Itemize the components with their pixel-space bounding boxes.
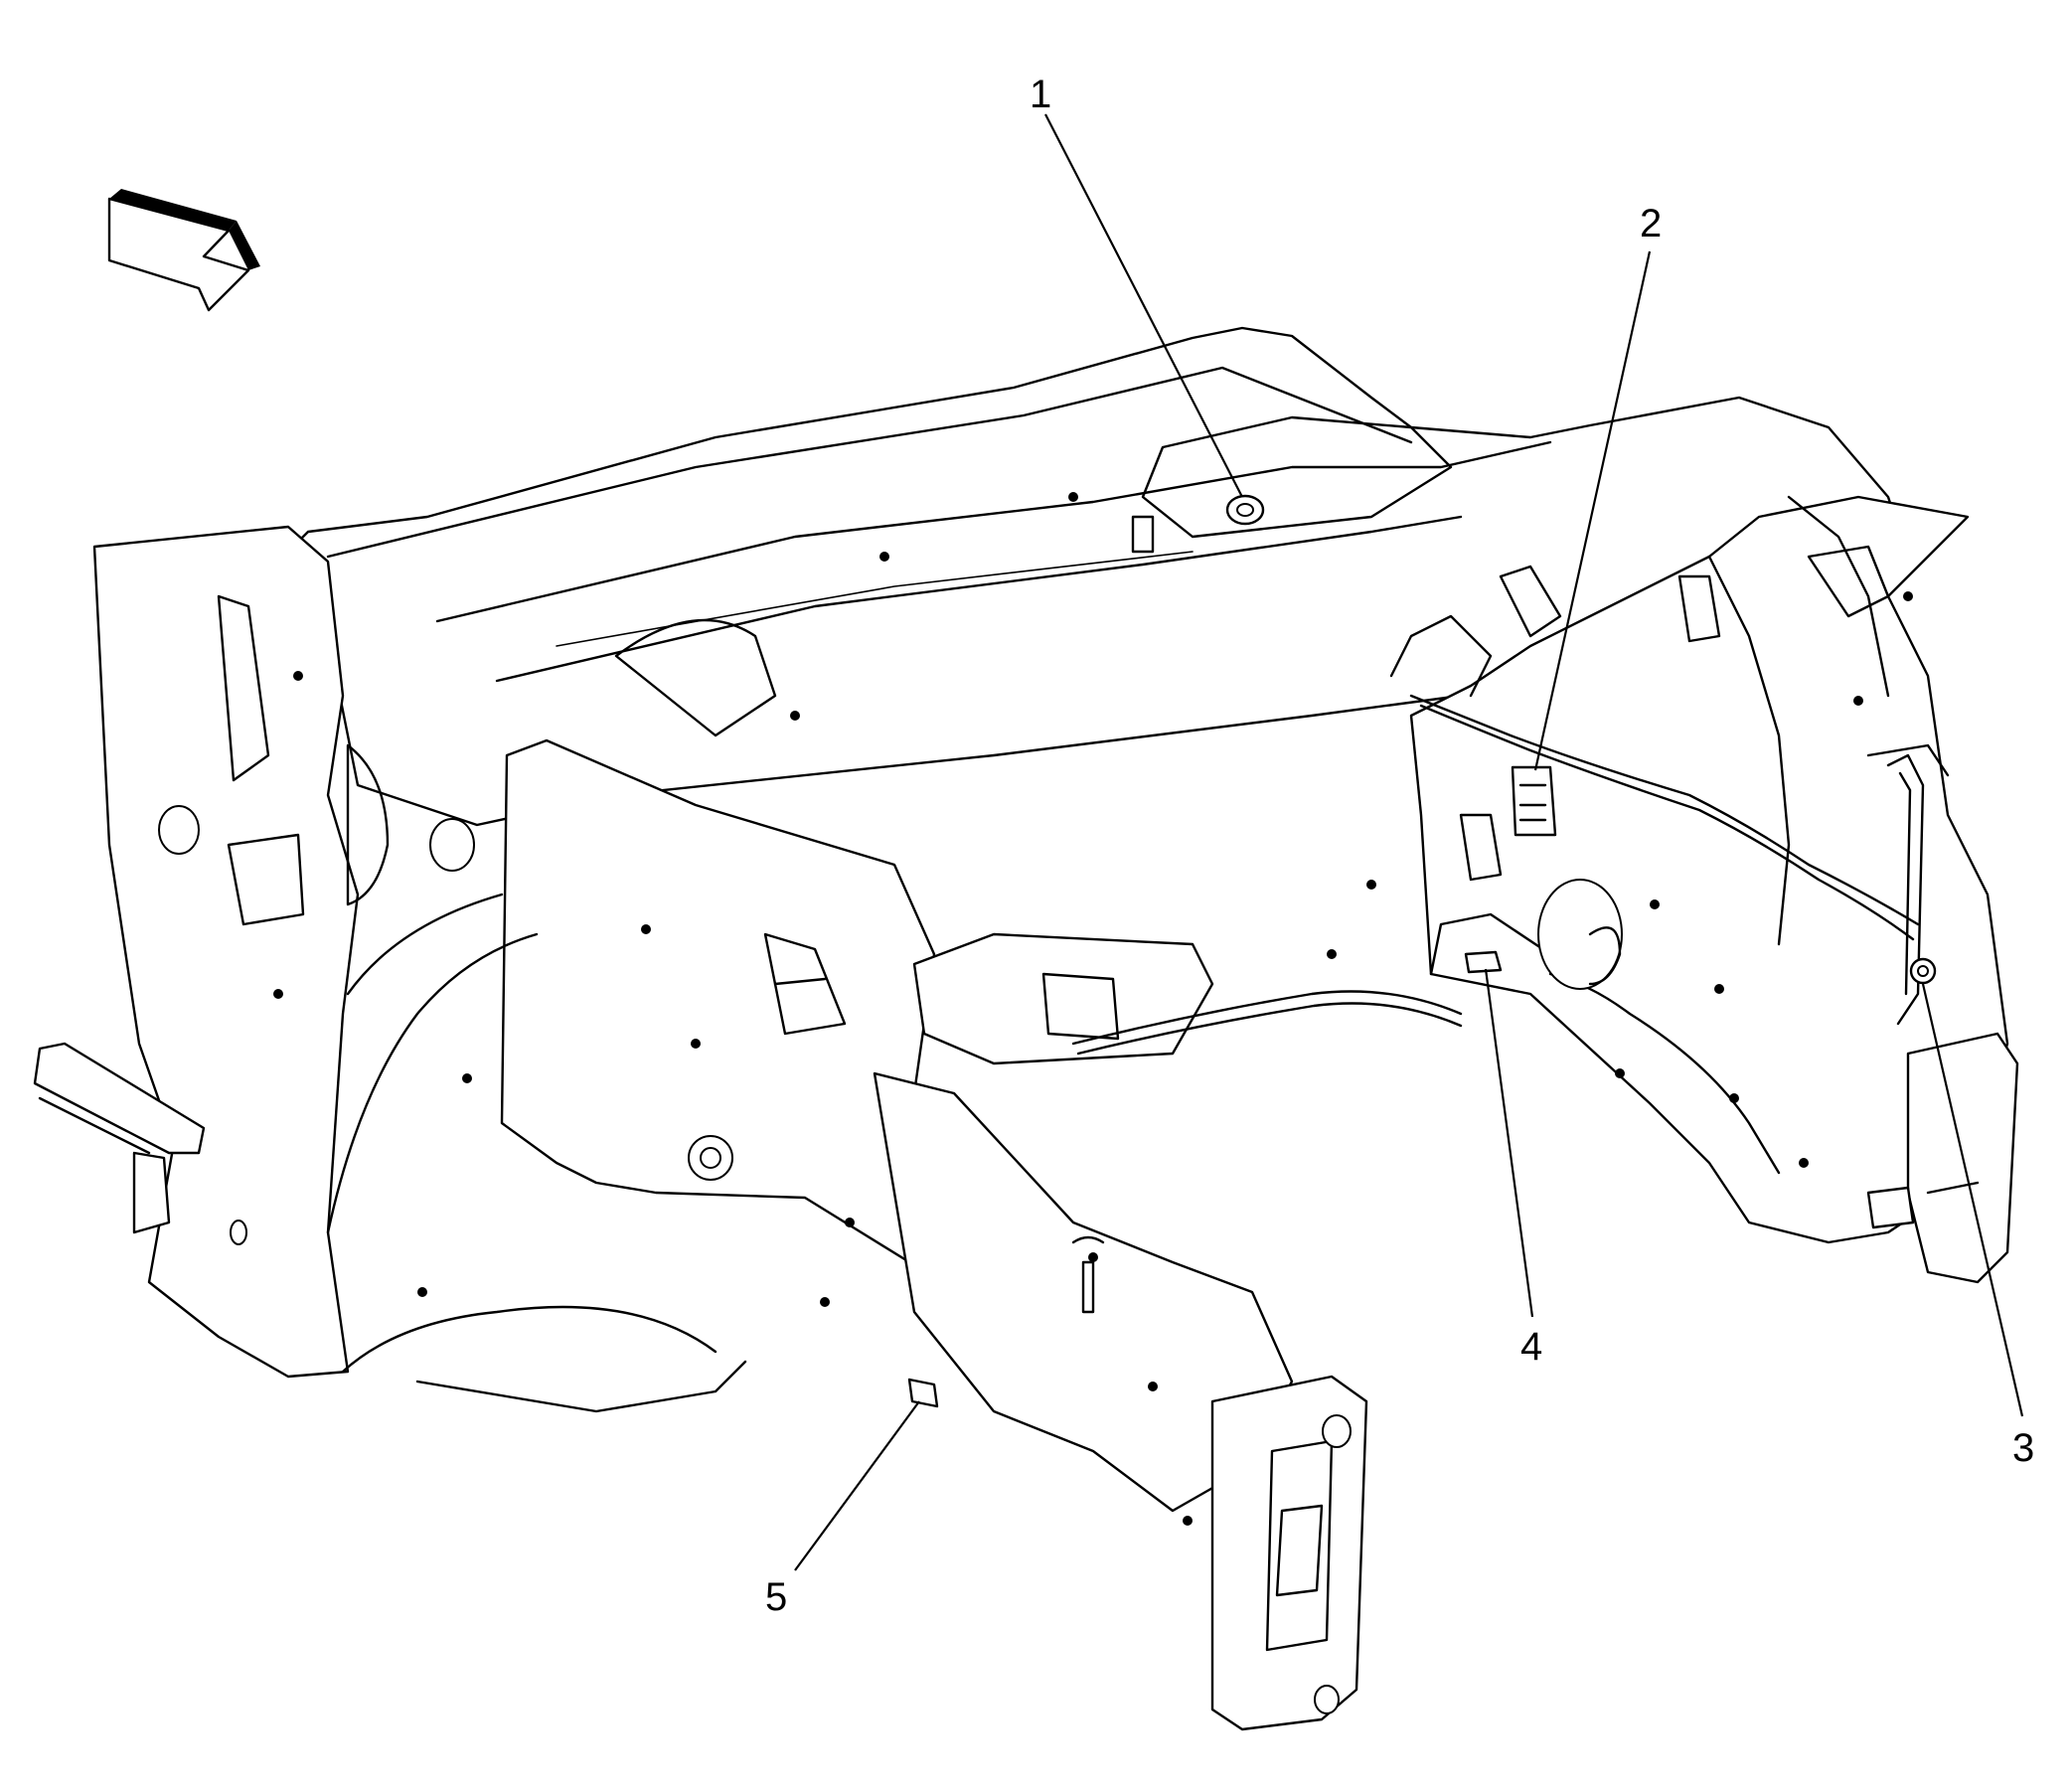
leader-2 xyxy=(1533,250,1652,771)
callout-2: 2 xyxy=(1640,202,1662,245)
ground-point-4 xyxy=(1464,950,1503,974)
callout-4: 4 xyxy=(1520,1325,1542,1369)
front-direction-arrow-icon xyxy=(107,189,260,312)
leader-3 xyxy=(1921,983,2024,1417)
callout-5: 5 xyxy=(765,1575,787,1619)
leader-lines xyxy=(794,113,2024,1571)
ground-point-1 xyxy=(1131,494,1265,554)
ground-point-5 xyxy=(907,1378,939,1408)
leader-1 xyxy=(1044,113,1243,498)
callouts: 1 2 3 4 5 xyxy=(765,73,2034,1619)
leader-4 xyxy=(1484,968,1534,1318)
ground-point-2 xyxy=(1511,765,1557,837)
body-holes xyxy=(273,492,1913,1526)
leader-5 xyxy=(794,1400,920,1571)
callout-3: 3 xyxy=(2012,1426,2034,1470)
callout-1: 1 xyxy=(1030,73,1051,116)
ground-point-3 xyxy=(1909,957,1937,985)
vehicle-front-structure xyxy=(33,326,2019,1731)
